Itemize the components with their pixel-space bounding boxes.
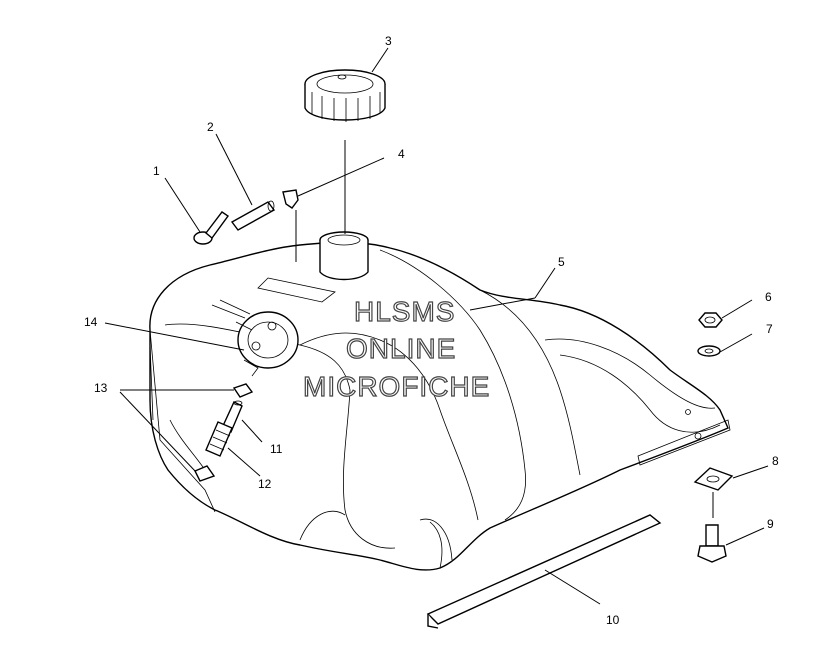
fuel-sender-assembly: [211, 299, 299, 377]
watermark-line-3: MICROFICHE: [303, 371, 490, 402]
callout-9: 9: [767, 517, 774, 531]
bolt: [697, 524, 727, 563]
nut: [698, 312, 723, 328]
callout-5: 5: [558, 255, 565, 269]
washer: [697, 345, 721, 357]
vent-hose: [230, 200, 276, 231]
callout-8: 8: [772, 454, 779, 468]
hose-clamp: [193, 211, 229, 245]
callout-3: 3: [385, 34, 392, 48]
watermark-line-1: HLSMS: [354, 296, 455, 327]
callout-12: 12: [258, 477, 272, 491]
callout-10: 10: [606, 613, 620, 627]
callout-13: 13: [94, 381, 108, 395]
watermark-line-2: ONLINE: [346, 333, 456, 364]
callout-numbers: 1 2 3 4 5 6 7 8 9 10 11 12 13 14: [84, 34, 779, 627]
watermark: HLSMS ONLINE MICROFICHE: [302, 295, 490, 402]
callout-7: 7: [766, 322, 773, 336]
callout-11: 11: [270, 442, 283, 456]
clamps: [194, 383, 254, 482]
callout-4: 4: [398, 147, 405, 161]
fuel-tank: [149, 231, 731, 571]
foam-strip: [426, 514, 662, 629]
vent-fitting: [282, 189, 299, 209]
callout-6: 6: [765, 290, 772, 304]
callout-2: 2: [207, 120, 214, 134]
fuel-cap: [304, 69, 386, 122]
fuel-filter: [205, 421, 233, 457]
callout-1: 1: [153, 164, 160, 178]
callout-14: 14: [84, 315, 98, 329]
leader-lines: [104, 47, 769, 605]
mount-pad: [693, 467, 734, 491]
